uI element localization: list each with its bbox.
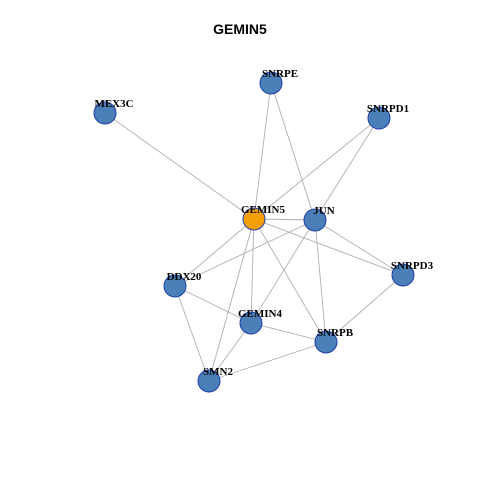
edge-gemin4-smn2 <box>208 322 252 382</box>
node-label-mex3c: MEX3C <box>94 98 133 110</box>
node-circle-snrpb <box>314 330 338 354</box>
edge-snrpb-smn2 <box>208 341 327 382</box>
node-snrpe: SNRPE <box>259 68 298 95</box>
edge-jun-snrpb <box>314 219 327 343</box>
edge-ddx20-smn2 <box>174 285 210 382</box>
edge-gemin5-snrpb <box>253 218 327 343</box>
node-label-gemin4: GEMIN4 <box>238 308 283 320</box>
node-circle-snrpe <box>259 71 283 95</box>
node-label-snrpd3: SNRPD3 <box>391 260 434 272</box>
node-circle-snrpd1 <box>367 106 391 130</box>
edges-layer <box>104 82 404 382</box>
edge-snrpe-jun <box>270 82 316 221</box>
node-snrpb: SNRPB <box>314 327 354 354</box>
edge-jun-ddx20 <box>174 219 316 287</box>
edge-gemin5-smn2 <box>208 218 255 382</box>
node-label-smn2: SMN2 <box>203 366 233 378</box>
node-snrpd3: SNRPD3 <box>391 260 434 287</box>
node-circle-gemin4 <box>239 311 263 335</box>
node-ddx20: DDX20 <box>163 271 202 298</box>
node-label-snrpb: SNRPB <box>317 327 354 339</box>
node-label-gemin5: GEMIN5 <box>241 204 286 216</box>
edge-gemin5-snrpd1 <box>253 117 380 220</box>
diagram-title: GEMIN5 <box>213 21 267 37</box>
node-jun: JUN <box>303 205 335 232</box>
node-circle-ddx20 <box>163 274 187 298</box>
edge-snrpd1-jun <box>314 117 380 221</box>
node-circle-jun <box>303 208 327 232</box>
node-label-ddx20: DDX20 <box>167 271 202 283</box>
edge-gemin5-ddx20 <box>174 218 255 287</box>
edge-jun-snrpd3 <box>314 219 404 276</box>
edge-jun-gemin4 <box>250 219 316 324</box>
edge-gemin5-snrpe <box>253 82 272 220</box>
node-gemin5: GEMIN5 <box>241 204 286 231</box>
node-smn2: SMN2 <box>197 366 233 393</box>
edge-gemin4-snrpb <box>250 322 327 343</box>
node-circle-gemin5 <box>242 207 266 231</box>
node-circle-smn2 <box>197 369 221 393</box>
node-mex3c: MEX3C <box>93 98 134 125</box>
edge-gemin5-gemin4 <box>250 218 255 324</box>
node-circle-mex3c <box>93 101 117 125</box>
node-label-jun: JUN <box>313 205 334 217</box>
node-snrpd1: SNRPD1 <box>367 103 409 130</box>
node-label-snrpe: SNRPE <box>262 68 298 80</box>
node-circle-snrpd3 <box>391 263 415 287</box>
node-label-snrpd1: SNRPD1 <box>367 103 409 115</box>
edge-gemin5-snrpd3 <box>253 218 404 276</box>
edge-gemin5-mex3c <box>104 112 255 220</box>
node-gemin4: GEMIN4 <box>238 308 283 335</box>
edge-ddx20-gemin4 <box>174 285 252 324</box>
edge-snrpd3-snrpb <box>325 274 404 343</box>
